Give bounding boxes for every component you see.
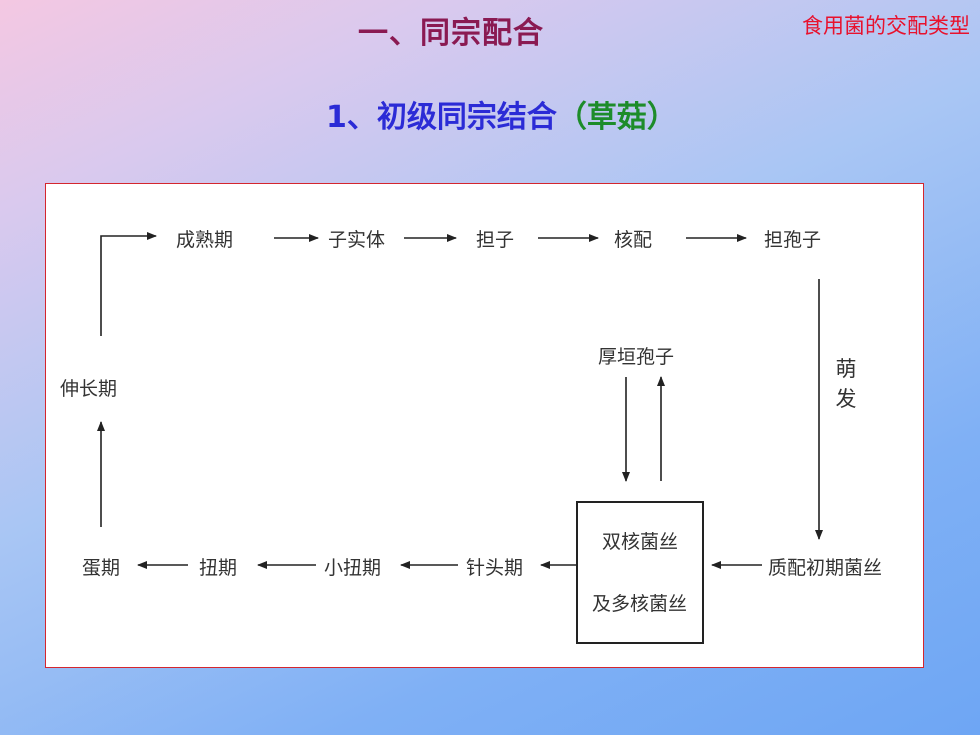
node-egg: 蛋期 xyxy=(82,557,121,579)
subtitle-paren: （草菇） xyxy=(556,100,677,135)
node-fruiting-body: 子实体 xyxy=(328,229,386,251)
node-chlamydospore: 厚垣孢子 xyxy=(598,346,675,368)
node-button: 扭期 xyxy=(199,557,238,579)
node-elongation: 伸长期 xyxy=(60,378,118,400)
node-dikaryon-line1: 双核菌丝 xyxy=(602,531,679,553)
node-dikaryon-line2: 及多核菌丝 xyxy=(592,593,688,615)
node-basidium: 担子 xyxy=(476,229,515,251)
subtitle: 1、初级同宗结合（草菇） xyxy=(326,92,677,136)
node-maturity: 成熟期 xyxy=(176,229,234,251)
node-karyogamy: 核配 xyxy=(614,229,653,251)
life-cycle-diagram: 成熟期 子实体 担子 核配 担孢子 厚垣孢子 伸长期 萌发 蛋期 扭期 小扭期 … xyxy=(45,183,924,668)
dikaryon-box: 双核菌丝 及多核菌丝 xyxy=(576,501,704,644)
page-title: 一、同宗配合 xyxy=(358,16,544,51)
arrow-elongation-to-maturity xyxy=(100,232,157,336)
node-primary-mycelium: 质配初期菌丝 xyxy=(768,557,883,579)
node-pinhead: 针头期 xyxy=(466,557,524,579)
node-small-button: 小扭期 xyxy=(324,557,382,579)
corner-label: 食用菌的交配类型 xyxy=(802,14,970,38)
node-basidiospore: 担孢子 xyxy=(764,229,822,251)
node-germination: 萌发 xyxy=(835,357,857,411)
diagram-arrows xyxy=(97,232,823,569)
subtitle-text: 1、初级同宗结合 xyxy=(326,100,557,135)
